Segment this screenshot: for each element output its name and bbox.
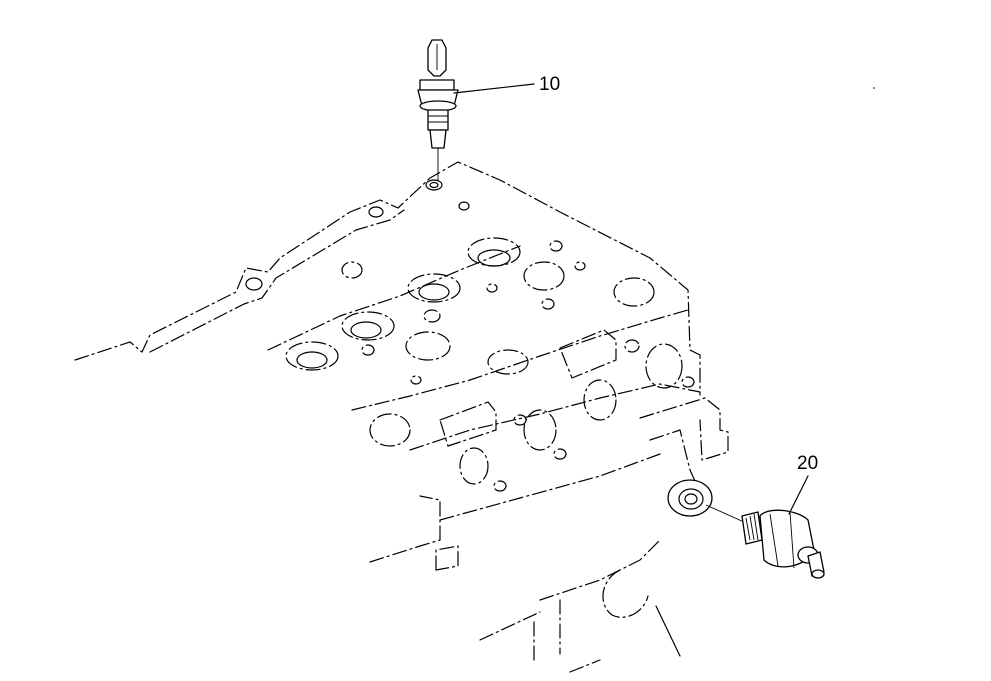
head-ports <box>245 179 695 492</box>
part-20-switch <box>705 475 825 579</box>
callout-20: 20 <box>797 453 818 474</box>
part-10-sender <box>417 39 535 180</box>
switch-boss <box>667 479 713 517</box>
callout-10: 10 <box>539 74 560 95</box>
